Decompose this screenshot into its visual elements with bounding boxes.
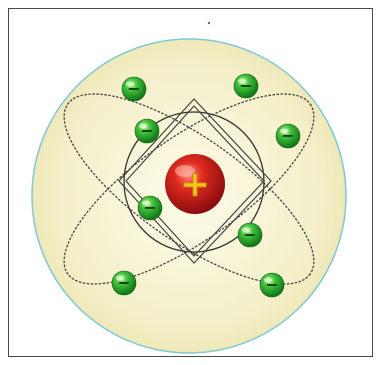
proton-symbol: + — [180, 164, 210, 205]
electron-symbol: − — [143, 198, 156, 217]
electron-icon: − — [276, 124, 300, 148]
electron-symbol: − — [243, 225, 256, 244]
electron-symbol: − — [140, 121, 153, 140]
electron-icon: − — [122, 77, 146, 101]
electron-symbol: − — [265, 275, 278, 294]
electron-icon: − — [112, 271, 136, 295]
image-frame: + − − − − − − − − — [8, 8, 373, 357]
electron-icon: − — [234, 74, 258, 98]
electron-symbol: − — [117, 273, 130, 292]
speck-dot — [208, 22, 210, 24]
proton-icon: + — [165, 154, 225, 214]
electron-icon: − — [238, 223, 262, 247]
electron-symbol: − — [281, 126, 294, 145]
electron-symbol: − — [239, 76, 252, 95]
electron-icon: − — [135, 119, 159, 143]
atom-illustration: + − − − − − − − − — [9, 9, 374, 358]
electron-icon: − — [260, 273, 284, 297]
electron-icon: − — [138, 196, 162, 220]
electron-symbol: − — [127, 79, 140, 98]
